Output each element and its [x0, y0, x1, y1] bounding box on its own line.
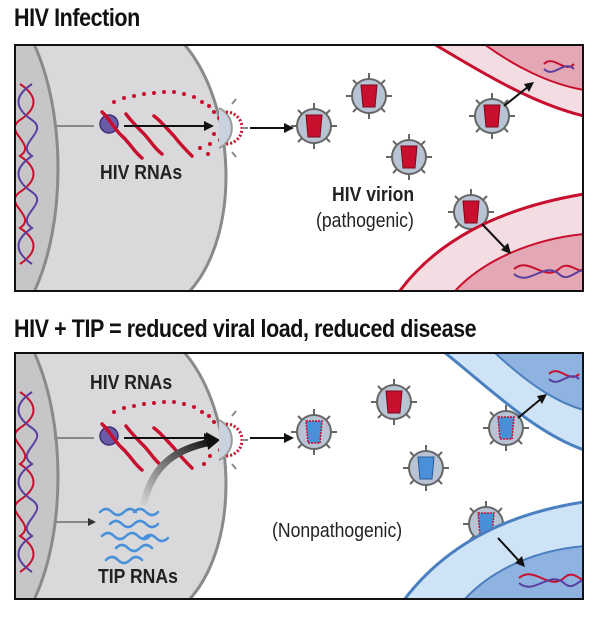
tip-rna-strands [98, 507, 170, 565]
virion [371, 379, 417, 425]
tip-virion [483, 405, 529, 451]
hiv-infection-panel: HIV RNAs HIV virion (pathogenic) [14, 44, 584, 292]
host-dna [15, 83, 39, 265]
hiv-rna-strands [100, 110, 194, 160]
tip-virion [403, 445, 449, 491]
hiv-tip-diagram [14, 352, 584, 600]
target-nucleus-top [483, 45, 583, 91]
panel-1-title: HIV Infection [14, 4, 140, 32]
virion [469, 93, 515, 139]
panel-2-title: HIV + TIP = reduced viral load, reduced … [14, 315, 477, 343]
hiv-tip-panel: HIV RNAs TIP RNAs (Nonpathogenic) [14, 352, 584, 600]
nucleus [15, 353, 60, 599]
tip-virion [291, 409, 337, 455]
target-nucleus-bottom [463, 545, 583, 599]
pathogenic-label: (pathogenic) [316, 210, 414, 232]
hiv-rnas-label: HIV RNAs [90, 372, 173, 394]
hiv-rnas-label: HIV RNAs [100, 162, 183, 184]
virion [386, 134, 432, 180]
budding-virion [218, 410, 248, 470]
virion [448, 189, 494, 235]
virion [291, 103, 337, 149]
target-nucleus-bottom [453, 233, 583, 291]
nonpathogenic-label: (Nonpathogenic) [272, 520, 403, 542]
rna-dots [112, 400, 222, 466]
hiv-virion-label: HIV virion [332, 184, 415, 206]
producer-cell [15, 45, 228, 291]
virion [346, 73, 392, 119]
budding-virion [218, 98, 248, 158]
tip-rnas-label: TIP RNAs [98, 566, 178, 588]
host-dna [15, 391, 39, 573]
nucleus [15, 45, 60, 291]
hiv-rna-strands [100, 422, 194, 472]
hiv-infection-diagram [14, 44, 584, 292]
target-nucleus-top [493, 353, 583, 411]
producer-cell [15, 353, 228, 599]
